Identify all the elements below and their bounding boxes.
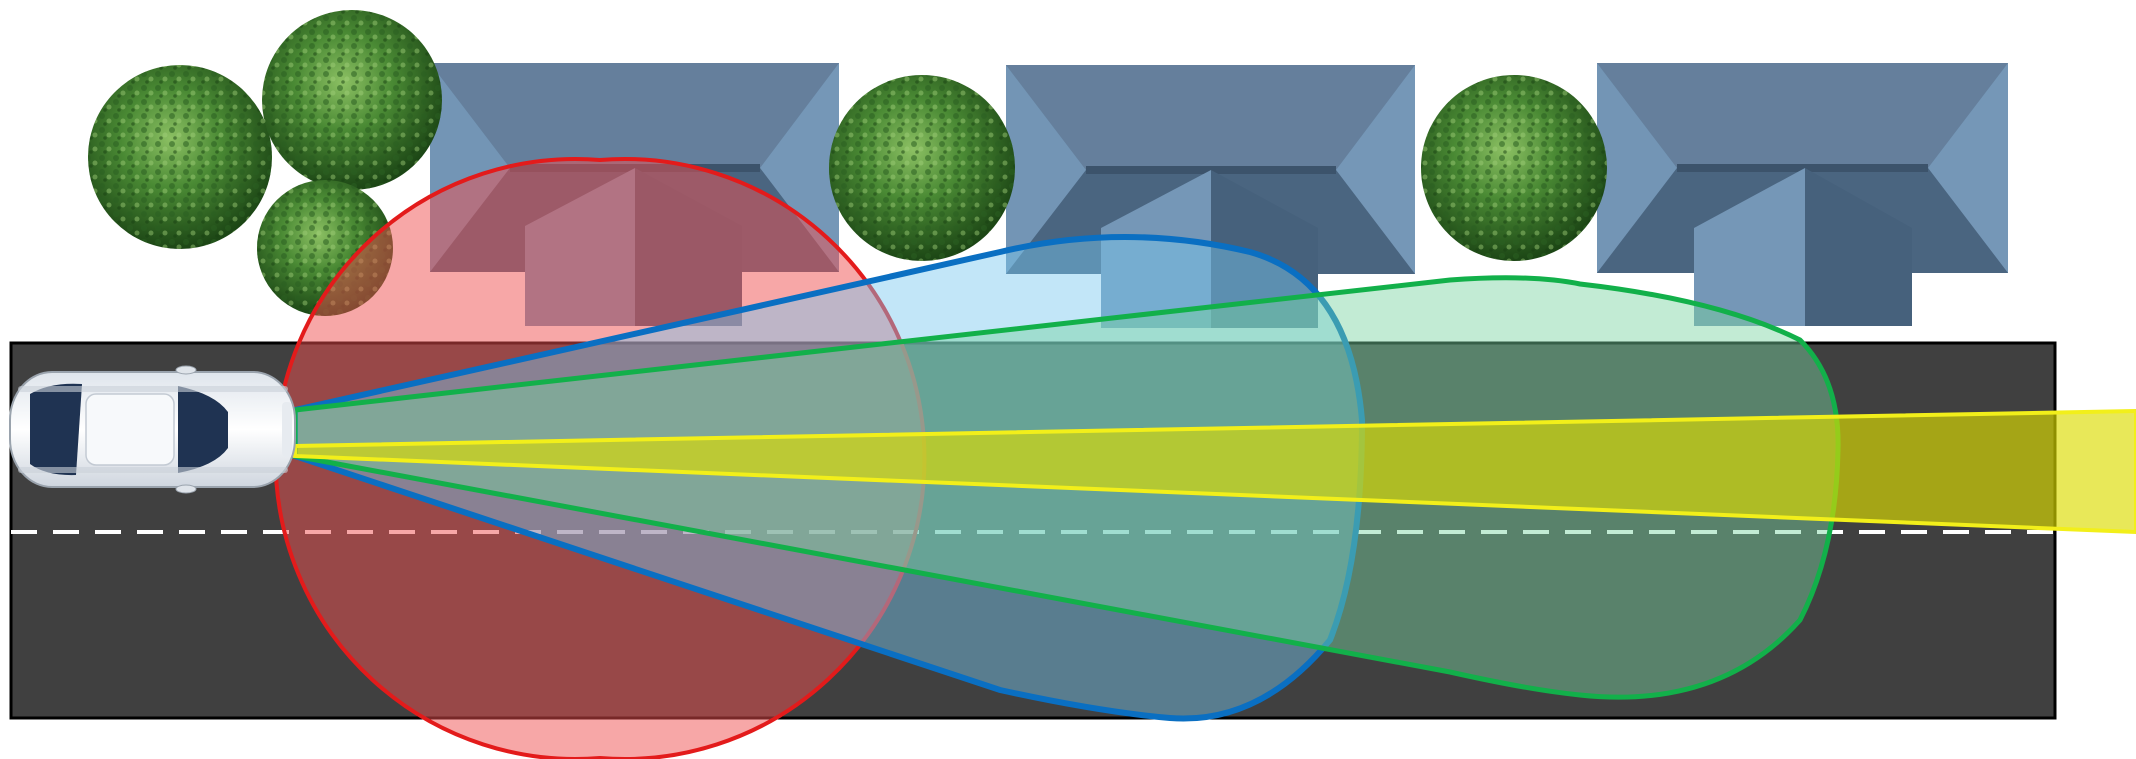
tree-icon — [262, 10, 442, 190]
coverage-zones — [273, 157, 2136, 759]
car-icon — [9, 365, 296, 494]
yellow-zone — [293, 408, 2136, 535]
house-icon — [1006, 65, 1415, 328]
tree-group — [88, 10, 1607, 316]
house-icon — [1597, 63, 2008, 326]
tree-icon — [88, 65, 272, 249]
tree-icon — [829, 75, 1015, 261]
tree-icon — [1421, 75, 1607, 261]
